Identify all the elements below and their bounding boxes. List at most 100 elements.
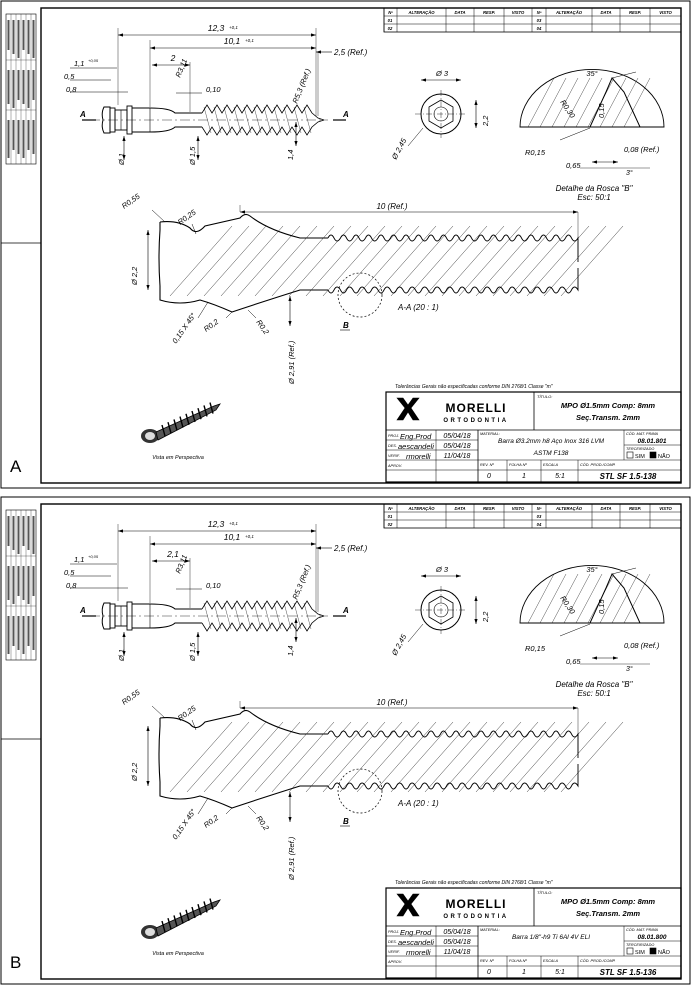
dimension-label: Ø 2,2 xyxy=(130,762,139,782)
drawing-line xyxy=(303,602,312,630)
dimension-arrow xyxy=(421,574,426,578)
field-label: CÓD. PROD./COMP. xyxy=(580,462,616,467)
dimension-arrow xyxy=(294,141,298,146)
dimension-arrow xyxy=(288,792,292,797)
revision-header: RESP. xyxy=(629,10,641,15)
checkbox-label: NÃO xyxy=(658,453,671,460)
detail-scale: Esc: 50:1 xyxy=(577,689,610,698)
dimension-arrow xyxy=(456,78,461,82)
drawing-line xyxy=(424,225,488,297)
dimension-label: R0,55 xyxy=(120,687,142,706)
dimension-arrow xyxy=(146,285,150,290)
drawing-line xyxy=(271,225,335,297)
revision-header: VISTO xyxy=(512,10,525,15)
drawing-line xyxy=(293,602,302,630)
drawing-line xyxy=(167,422,172,434)
checkbox-nao xyxy=(649,947,657,955)
section-lower-outline xyxy=(158,222,328,313)
field-label: CÓD. MAT. PRIMA xyxy=(626,431,659,436)
drawing-line xyxy=(322,225,386,297)
drawing-line xyxy=(539,77,567,128)
dimension-label: 2,5 (Ref.) xyxy=(333,544,368,553)
drawing-line xyxy=(283,602,292,630)
tiny-text-mark xyxy=(17,70,20,100)
section-thread-bottom xyxy=(327,268,579,294)
drawing-line xyxy=(197,301,209,319)
drawing-line xyxy=(587,77,615,128)
dimension-label: 1,4 xyxy=(286,646,295,656)
dimension-label: Ø 2,91 (Ref.) xyxy=(287,836,296,881)
drawing-line xyxy=(179,912,184,924)
dimension-arrow xyxy=(185,63,190,67)
perspective-view: Vista em Perspectiva xyxy=(141,898,221,957)
tiny-text-mark xyxy=(7,70,10,104)
revision-header: DATA xyxy=(600,506,611,511)
drawing-line xyxy=(492,225,556,297)
brand-name: MORELLI xyxy=(446,897,507,911)
drawing-line xyxy=(373,721,437,793)
tiny-text-mark xyxy=(17,120,20,154)
drawing-line xyxy=(551,77,579,128)
drawing-line xyxy=(407,127,424,147)
outline xyxy=(101,106,111,134)
drawing-line xyxy=(339,721,403,793)
dimension-arrow xyxy=(316,546,321,550)
field-date: 05/04/18 xyxy=(443,939,470,946)
title-label: TÍTULO: xyxy=(537,890,552,895)
drawing-line xyxy=(273,106,282,134)
field-date: 11/04/18 xyxy=(444,949,471,956)
dimension-arrow xyxy=(474,619,478,624)
dimension-label: R0,2 xyxy=(202,317,221,334)
tiny-text-mark xyxy=(22,516,25,546)
checkbox-nao xyxy=(649,451,657,459)
drawing-line xyxy=(543,225,607,297)
section-upper-outline xyxy=(159,709,328,735)
tiny-text-mark xyxy=(12,516,15,550)
dimension-label: 0,65 xyxy=(566,657,581,666)
section-lower-outline xyxy=(158,718,328,809)
section-title: A-A (20 : 1) xyxy=(397,303,439,312)
drawing-line xyxy=(458,721,522,793)
drawing-line xyxy=(543,721,607,793)
drawing-line xyxy=(441,225,505,297)
drawing-line xyxy=(213,106,222,134)
panel-label: B xyxy=(10,953,21,972)
drawing-line xyxy=(623,573,651,624)
tolerance-label: +0,1 xyxy=(229,521,238,526)
revision-number: 01 xyxy=(388,514,393,519)
dimension-label: 1,1 xyxy=(74,555,84,564)
tolerance-label: +0,1 xyxy=(229,25,238,30)
dimension-label: R5,3 (Ref.) xyxy=(291,563,313,601)
checkbox-label: SIM xyxy=(635,950,645,956)
revision-number: 02 xyxy=(388,26,393,31)
drawing-line xyxy=(161,424,166,437)
thread-crest-top xyxy=(201,104,325,121)
dimension-label: R0,55 xyxy=(120,191,142,210)
revision-header: RESP. xyxy=(483,10,495,15)
title-block-frame xyxy=(385,391,682,483)
revision-header: DATA xyxy=(454,506,465,511)
checkbox-sim xyxy=(626,947,634,955)
perspective-view: Vista em Perspectiva xyxy=(141,402,221,461)
drawing-line xyxy=(169,225,233,297)
drawing-line xyxy=(575,573,603,624)
drawing-line xyxy=(560,225,624,297)
drawing-line xyxy=(209,402,214,414)
sheet-border xyxy=(0,496,691,985)
dimension-label: Ø 2,91 (Ref.) xyxy=(287,340,296,385)
drawing-line xyxy=(356,225,420,297)
sheet-border xyxy=(0,0,691,489)
revision-number: 04 xyxy=(537,522,542,527)
drawing-line xyxy=(254,225,318,297)
dimension-label: 35° xyxy=(586,565,597,574)
drawing-line xyxy=(458,225,522,297)
field-label: DES. xyxy=(388,940,397,944)
dimension-label: R0,15 xyxy=(525,644,546,653)
tiny-text-mark xyxy=(32,616,35,650)
drawing-line xyxy=(587,573,615,624)
